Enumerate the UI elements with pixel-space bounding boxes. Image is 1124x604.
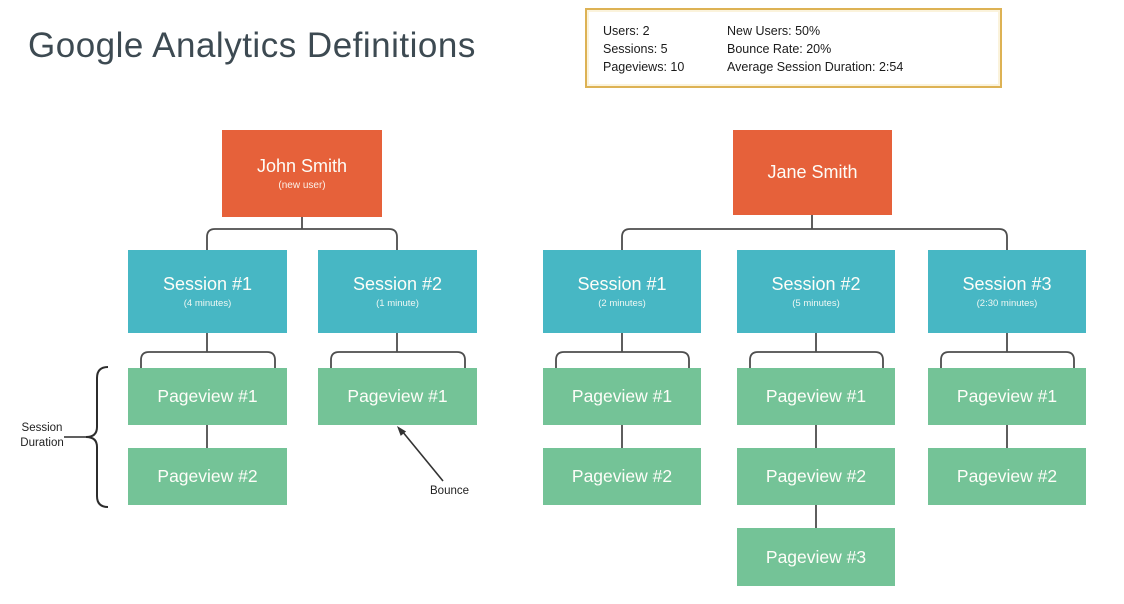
stat-pageviews: Pageviews: 10: [603, 60, 685, 74]
pageview-label: Pageview #2: [157, 466, 258, 486]
session-box-jane-1: Session #1 (2 minutes): [543, 250, 701, 333]
session-label: Session #2: [352, 274, 443, 294]
stat-new-users: New Users: 50%: [727, 24, 821, 38]
arrow-shaft: [401, 430, 444, 482]
arrow-head: [397, 426, 407, 436]
session-label: Session #1: [577, 274, 667, 294]
session-label: Session #2: [771, 274, 861, 294]
pageview-box: Pageview #1: [928, 368, 1086, 425]
summary-stats-box: Users: 2 Sessions: 5 Pageviews: 10 New U…: [585, 8, 1002, 88]
pageview-label: Pageview #1: [157, 386, 258, 406]
session-duration: (2:30 minutes): [976, 298, 1038, 309]
session-pageview-connectors: [140, 333, 1075, 368]
user-name: John Smith: [256, 156, 348, 176]
pageview-box: Pageview #1: [128, 368, 287, 425]
stat-users: Users: 2: [603, 24, 650, 38]
pageview-label: Pageview #1: [765, 386, 867, 406]
pageview-label: Pageview #1: [347, 386, 448, 406]
pageview-box: Pageview #2: [737, 448, 895, 505]
stats-column-right: New Users: 50% Bounce Rate: 20% Average …: [727, 22, 903, 76]
session-duration: (2 minutes): [598, 298, 646, 309]
connector-line: [330, 351, 466, 368]
pageview-box: Pageview #2: [928, 448, 1086, 505]
pageview-box: Pageview #1: [318, 368, 477, 425]
stat-avg-session-duration: Average Session Duration: 2:54: [727, 60, 904, 74]
connector-line: [140, 351, 276, 368]
bounce-annotation: Bounce: [430, 485, 470, 497]
john-tree-connectors: [206, 217, 398, 250]
pageview-label: Pageview #1: [956, 386, 1058, 406]
session-box-jane-2: Session #2 (5 minutes): [737, 250, 895, 333]
pageview-box: Pageview #3: [737, 528, 895, 586]
jane-tree-connectors: [621, 215, 1008, 250]
stat-sessions: Sessions: 5: [603, 42, 668, 56]
pageview-label: Pageview #2: [571, 466, 673, 486]
session-duration: (5 minutes): [792, 298, 840, 309]
user-box-john: John Smith (new user): [222, 130, 382, 217]
pageview-label: Pageview #1: [571, 386, 673, 406]
pageview-box: Pageview #2: [128, 448, 287, 505]
connector-line: [940, 351, 1075, 368]
connector-line: [749, 351, 884, 368]
session-label: Session #3: [962, 274, 1052, 294]
bounce-arrow: [397, 426, 444, 482]
pageview-label: Pageview #2: [765, 466, 867, 486]
session-duration: (4 minutes): [183, 298, 232, 309]
stat-bounce-rate: Bounce Rate: 20%: [727, 42, 832, 56]
pageview-label: Pageview #2: [956, 466, 1058, 486]
connector-line: [206, 228, 398, 250]
session-label: Session #1: [162, 274, 253, 294]
user-note: (new user): [278, 180, 326, 191]
pageview-box: Pageview #2: [543, 448, 701, 505]
session-box-john-2: Session #2 (1 minute): [318, 250, 477, 333]
brace-path: [85, 366, 109, 508]
stats-column-left: Users: 2 Sessions: 5 Pageviews: 10: [603, 22, 684, 76]
pageview-box: Pageview #1: [543, 368, 701, 425]
page-title: Google Analytics Definitions: [28, 26, 476, 65]
connector-line: [555, 351, 690, 368]
session-box-john-1: Session #1 (4 minutes): [128, 250, 287, 333]
pageview-label: Pageview #3: [765, 546, 867, 567]
session-duration: (1 minute): [376, 298, 419, 309]
session-duration-annotation: Session Duration: [20, 422, 64, 449]
pageview-box: Pageview #1: [737, 368, 895, 425]
user-name: Jane Smith: [767, 162, 858, 182]
connector-line: [621, 228, 1008, 250]
user-box-jane: Jane Smith: [733, 130, 892, 215]
session-box-jane-3: Session #3 (2:30 minutes): [928, 250, 1086, 333]
